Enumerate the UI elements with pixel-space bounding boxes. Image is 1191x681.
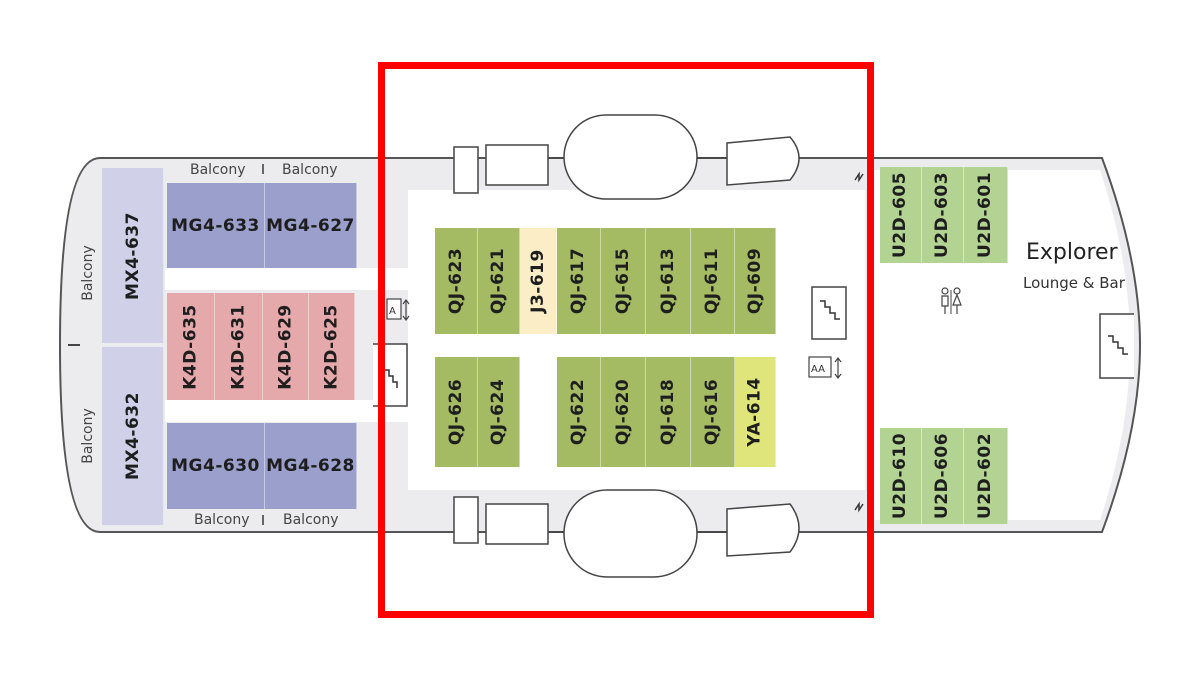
divider <box>68 344 80 346</box>
cabin-number: U2D-602 <box>975 432 996 520</box>
balcony-label: Balcony <box>80 408 96 464</box>
cabin-qj-615[interactable]: QJ-615 <box>601 228 646 334</box>
cabin-number: K2D-625 <box>321 303 342 390</box>
cabin-qj-622[interactable]: QJ-622 <box>557 357 601 467</box>
cabin-number: U2D-606 <box>932 432 953 520</box>
cabin-qj-623[interactable]: QJ-623 <box>435 228 478 334</box>
cabin-qj-620[interactable]: QJ-620 <box>601 357 646 467</box>
cabin-qj-616[interactable]: QJ-616 <box>691 357 735 467</box>
balcony-label: Balcony <box>282 162 338 178</box>
highlight-box <box>378 62 874 618</box>
cabin-number: MX4-632 <box>122 392 143 480</box>
balcony-label: Balcony <box>190 162 246 178</box>
stairs-icon <box>1099 313 1134 379</box>
cabin-u2d-603[interactable]: U2D-603 <box>922 167 964 263</box>
cabin-k4d-629[interactable]: K4D-629 <box>263 293 309 400</box>
cabin-number: K4D-629 <box>275 303 296 390</box>
cabin-u2d-605[interactable]: U2D-605 <box>880 167 922 263</box>
svg-text:A: A <box>389 306 396 317</box>
cabin-qj-611[interactable]: QJ-611 <box>691 228 735 334</box>
restroom-icon <box>941 287 962 314</box>
lounge-title: Explorer <box>1026 240 1118 265</box>
balcony-label: Balcony <box>194 512 250 528</box>
cabin-qj-618[interactable]: QJ-618 <box>646 357 691 467</box>
cabin-mx4-637[interactable]: MX4-637 <box>102 168 164 343</box>
cabin-mg4-630[interactable]: MG4-630 <box>167 423 265 509</box>
divider <box>262 515 264 525</box>
stairs-icon <box>811 286 847 340</box>
cabin-u2d-601[interactable]: U2D-601 <box>964 167 1008 263</box>
cabin-number: U2D-605 <box>890 171 911 259</box>
elevator-icon: A <box>386 298 410 321</box>
svg-text:AA: AA <box>811 364 825 375</box>
cabin-number: MG4-633 <box>171 215 260 236</box>
cabin-number: U2D-603 <box>932 171 953 259</box>
lounge-subtitle: Lounge & Bar <box>1023 274 1125 292</box>
cabin-number: K4D-631 <box>228 303 249 390</box>
cabin-mg4-627[interactable]: MG4-627 <box>265 183 357 268</box>
cabin-number: K4D-635 <box>180 303 201 390</box>
cabin-number: U2D-610 <box>890 432 911 520</box>
cabin-mx4-632[interactable]: MX4-632 <box>102 347 164 525</box>
cabin-mg4-633[interactable]: MG4-633 <box>167 183 265 268</box>
cabin-mg4-628[interactable]: MG4-628 <box>265 423 357 509</box>
balcony-label: Balcony <box>80 245 96 301</box>
cabin-qj-609[interactable]: QJ-609 <box>735 228 776 334</box>
elevator-icon: AA <box>808 356 842 379</box>
cabin-u2d-606[interactable]: U2D-606 <box>922 428 964 524</box>
cabin-qj-613[interactable]: QJ-613 <box>646 228 691 334</box>
cabin-k2d-625[interactable]: K2D-625 <box>309 293 355 400</box>
cabin-u2d-610[interactable]: U2D-610 <box>880 428 922 524</box>
cabin-qj-621[interactable]: QJ-621 <box>478 228 520 334</box>
divider <box>262 164 264 174</box>
cabin-qj-626[interactable]: QJ-626 <box>435 357 478 467</box>
cabin-u2d-602[interactable]: U2D-602 <box>964 428 1008 524</box>
balcony-label: Balcony <box>283 512 339 528</box>
cabin-number: MG4-628 <box>266 456 355 476</box>
cabin-k4d-635[interactable]: K4D-635 <box>167 293 215 400</box>
cabin-number: U2D-601 <box>975 171 996 259</box>
cabin-number: MX4-637 <box>122 211 143 300</box>
cabin-number: MG4-630 <box>171 456 260 476</box>
cabin-ya-614[interactable]: YA-614 <box>735 357 776 467</box>
cabin-qj-624[interactable]: QJ-624 <box>478 357 520 467</box>
cabin-j3-619[interactable]: J3-619 <box>520 228 557 334</box>
cabin-qj-617[interactable]: QJ-617 <box>557 228 601 334</box>
cabin-k4d-631[interactable]: K4D-631 <box>215 293 263 400</box>
cabin-number: MG4-627 <box>266 215 355 236</box>
